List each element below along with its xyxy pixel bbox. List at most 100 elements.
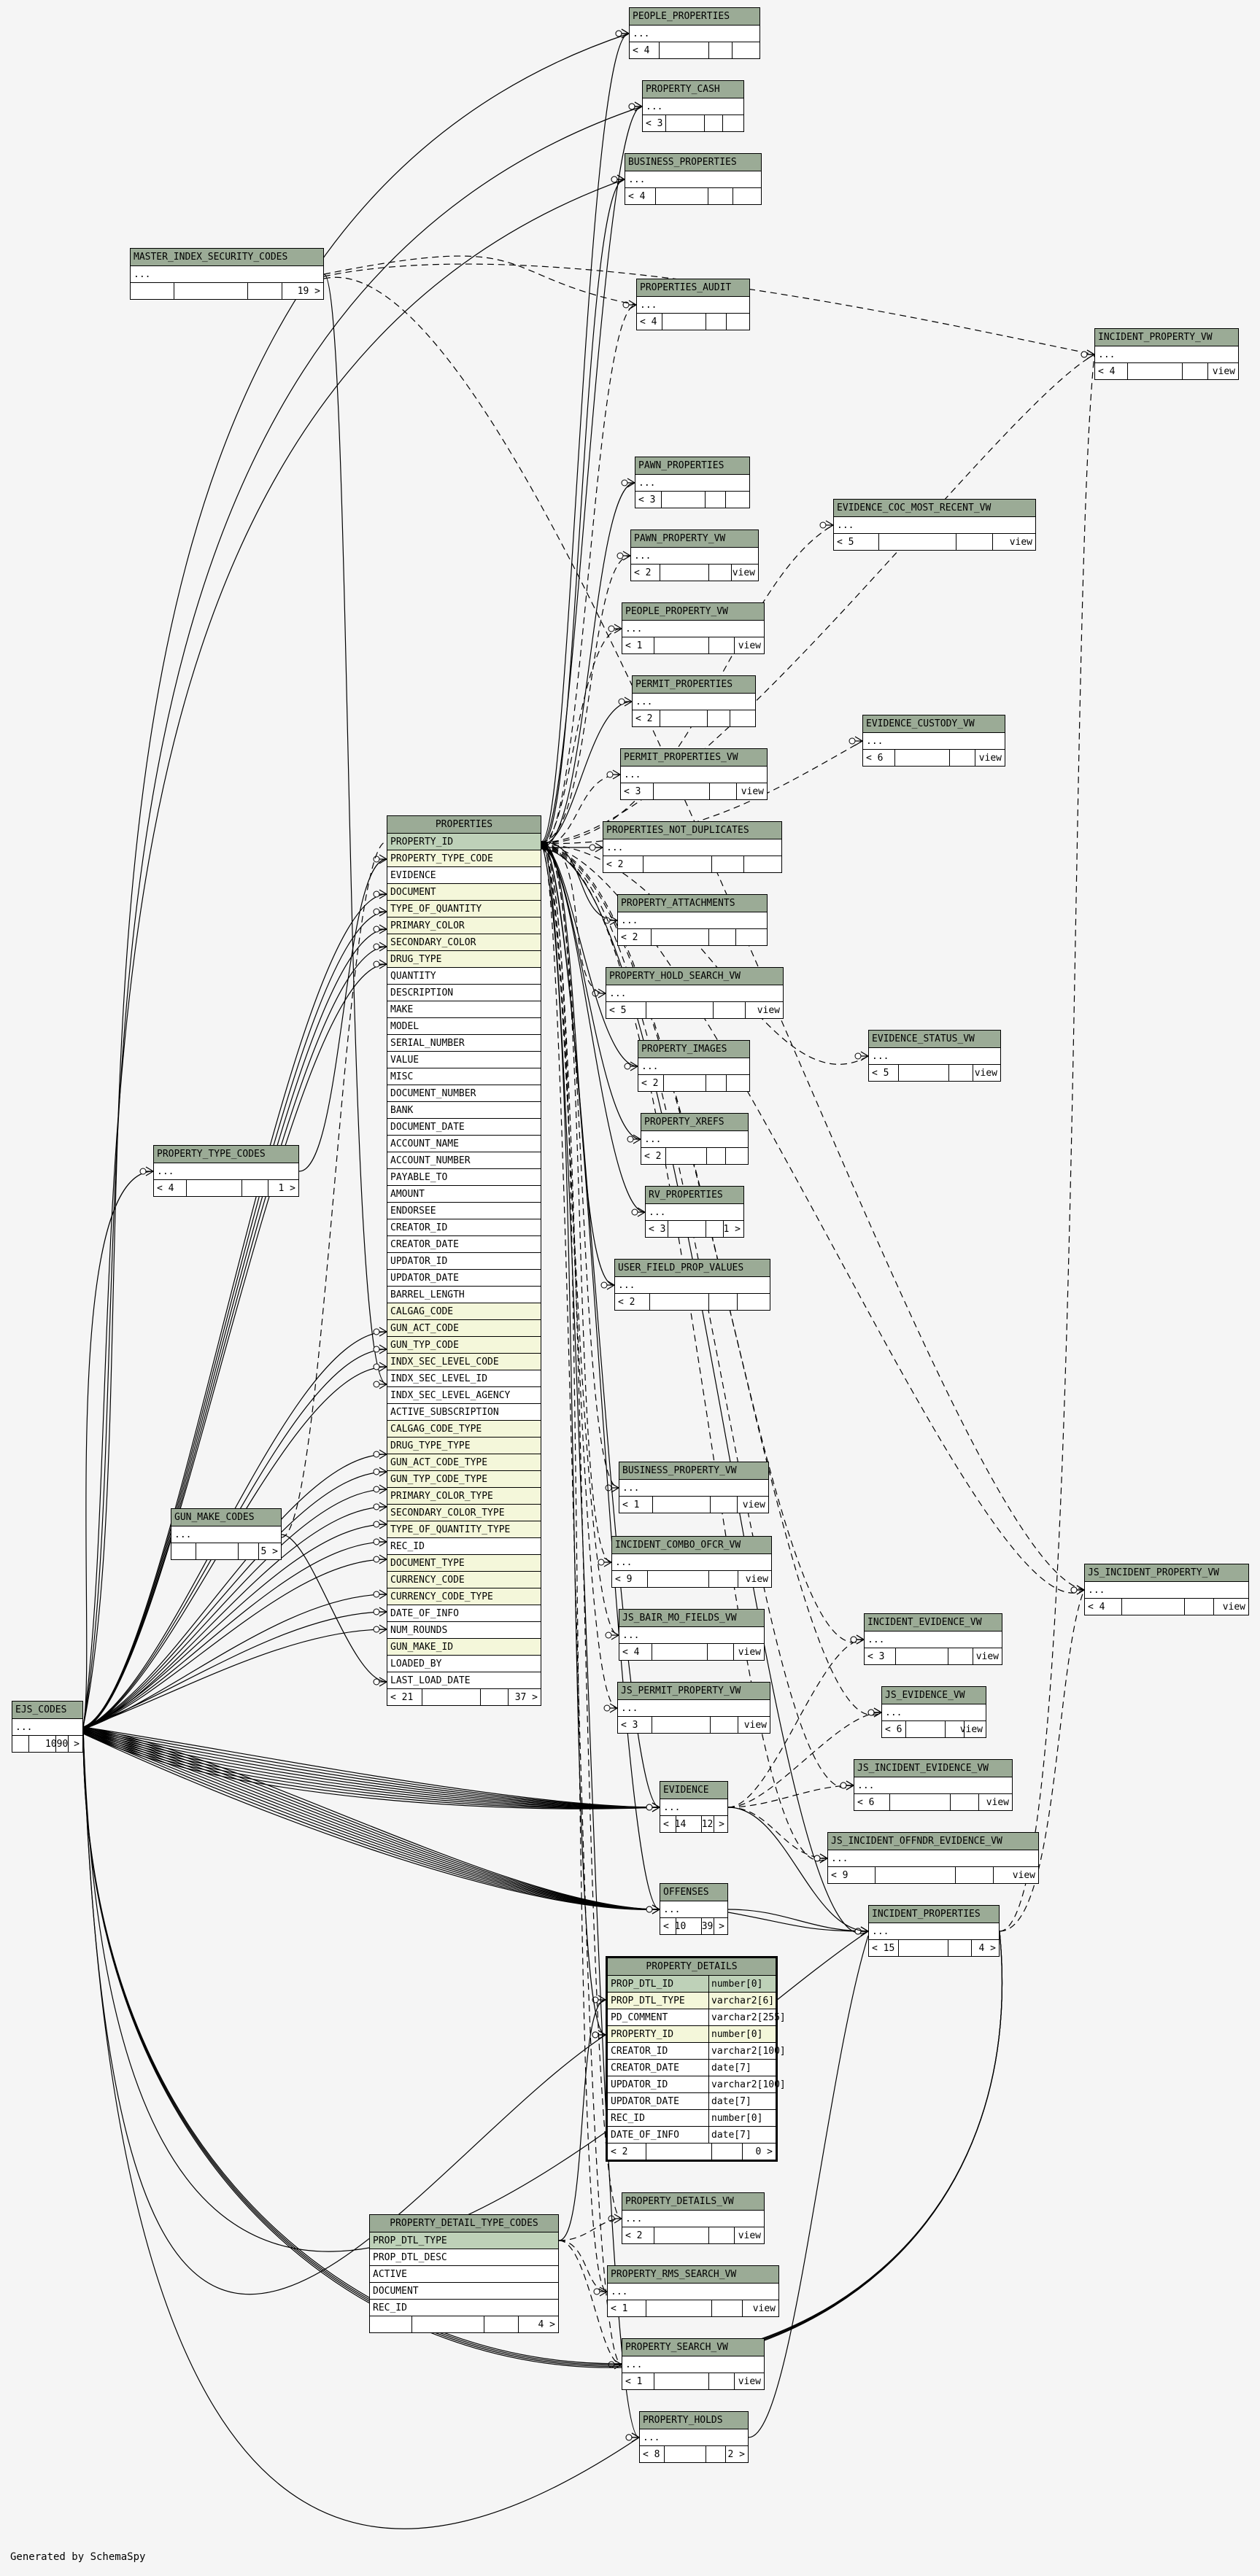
column-row[interactable]: MISC	[387, 1068, 541, 1085]
column-row[interactable]: PAYABLE_TO	[387, 1169, 541, 1186]
column-row[interactable]: ...	[131, 266, 323, 283]
table-permit-properties[interactable]: PERMIT_PROPERTIES...< 2	[632, 675, 756, 727]
column-row[interactable]: UPDATOR_ID	[387, 1253, 541, 1270]
column-row[interactable]: ...	[606, 985, 783, 1002]
column-row[interactable]: ...	[660, 1799, 727, 1816]
column-row[interactable]: PROPERTY_TYPE_CODE	[387, 850, 541, 867]
column-row[interactable]: DOCUMENT_TYPE	[387, 1555, 541, 1572]
column-row[interactable]: ...	[618, 1700, 770, 1717]
column-row[interactable]: ...	[171, 1526, 281, 1543]
column-row[interactable]: CALGAG_CODE_TYPE	[387, 1421, 541, 1438]
column-row[interactable]: BANK	[387, 1102, 541, 1119]
table-property-images[interactable]: PROPERTY_IMAGES...< 2	[638, 1040, 750, 1092]
column-row[interactable]: GUN_ACT_CODE_TYPE	[387, 1454, 541, 1471]
column-row[interactable]: MAKE	[387, 1001, 541, 1018]
table-business-properties[interactable]: BUSINESS_PROPERTIES...< 4	[625, 153, 762, 205]
column-row[interactable]: TYPE_OF_QUANTITY	[387, 901, 541, 917]
column-row[interactable]: ...	[869, 1048, 1000, 1065]
column-row[interactable]: QUANTITY	[387, 968, 541, 985]
column-row[interactable]: ...	[854, 1777, 1012, 1794]
column-row[interactable]: ...	[625, 171, 761, 188]
column-row[interactable]: ...	[612, 1554, 771, 1571]
column-row[interactable]: ...	[635, 475, 749, 492]
column-row[interactable]: ACTIVE	[370, 2266, 558, 2283]
column-row[interactable]: ACCOUNT_NAME	[387, 1136, 541, 1152]
column-row[interactable]: DESCRIPTION	[387, 985, 541, 1001]
table-pawn-properties[interactable]: PAWN_PROPERTIES...< 3	[635, 457, 750, 508]
column-row[interactable]: CURRENCY_CODE	[387, 1572, 541, 1588]
column-row[interactable]: ACTIVE_SUBSCRIPTION	[387, 1404, 541, 1421]
column-row[interactable]: ...	[633, 694, 755, 710]
column-row[interactable]: ...	[622, 2356, 764, 2373]
column-row[interactable]: REC_ID	[387, 1538, 541, 1555]
column-row[interactable]: DOCUMENT_DATE	[387, 1119, 541, 1136]
column-row[interactable]: CALGAG_CODE	[387, 1303, 541, 1320]
column-row[interactable]: ...	[882, 1704, 986, 1721]
column-row[interactable]: VALUE	[387, 1052, 541, 1068]
column-row[interactable]: INDX_SEC_LEVEL_ID	[387, 1370, 541, 1387]
column-row[interactable]: INDX_SEC_LEVEL_CODE	[387, 1354, 541, 1370]
column-row[interactable]: PRIMARY_COLOR	[387, 917, 541, 934]
column-row[interactable]: ...	[631, 548, 758, 565]
column-row[interactable]: PRIMARY_COLOR_TYPE	[387, 1488, 541, 1505]
table-properties-not-duplicates[interactable]: PROPERTIES_NOT_DUPLICATES...< 2	[603, 821, 782, 873]
column-row[interactable]: ...	[834, 517, 1035, 534]
column-row[interactable]: ...	[828, 1850, 1038, 1867]
column-row[interactable]: REC_ID	[370, 2300, 558, 2316]
column-row[interactable]: GUN_ACT_CODE	[387, 1320, 541, 1337]
column-row[interactable]: UPDATOR_DATE	[387, 1270, 541, 1287]
column-row[interactable]: ACCOUNT_NUMBER	[387, 1152, 541, 1169]
column-row[interactable]: ...	[154, 1163, 298, 1180]
column-row[interactable]: SERIAL_NUMBER	[387, 1035, 541, 1052]
column-row[interactable]: ...	[615, 1277, 770, 1294]
column-row[interactable]: NUM_ROUNDS	[387, 1622, 541, 1639]
table-gun-make-codes[interactable]: GUN_MAKE_CODES...5 >	[171, 1508, 282, 1560]
column-row[interactable]: ...	[1095, 346, 1238, 363]
column-row[interactable]: ...	[603, 839, 781, 856]
column-row[interactable]: DOCUMENT	[387, 884, 541, 901]
table-property-cash[interactable]: PROPERTY_CASH...< 3	[642, 80, 744, 132]
column-row[interactable]: PROP_DTL_DESC	[370, 2249, 558, 2266]
column-row[interactable]: BARREL_LENGTH	[387, 1287, 541, 1303]
table-master-index-security-codes[interactable]: MASTER_INDEX_SECURITY_CODES...19 >	[130, 248, 324, 300]
column-row[interactable]: DATE_OF_INFO	[387, 1605, 541, 1622]
table-user-field-prop-values[interactable]: USER_FIELD_PROP_VALUES...< 2	[614, 1259, 770, 1311]
column-row[interactable]: PROP_DTL_TYPE	[370, 2232, 558, 2249]
column-row[interactable]: GUN_TYP_CODE	[387, 1337, 541, 1354]
column-row[interactable]: ...	[863, 733, 1005, 750]
column-row[interactable]: CREATOR_ID	[387, 1219, 541, 1236]
column-row[interactable]: SECONDARY_COLOR	[387, 934, 541, 951]
column-row[interactable]: ...	[621, 767, 767, 783]
column-row[interactable]: ...	[1085, 1582, 1248, 1599]
